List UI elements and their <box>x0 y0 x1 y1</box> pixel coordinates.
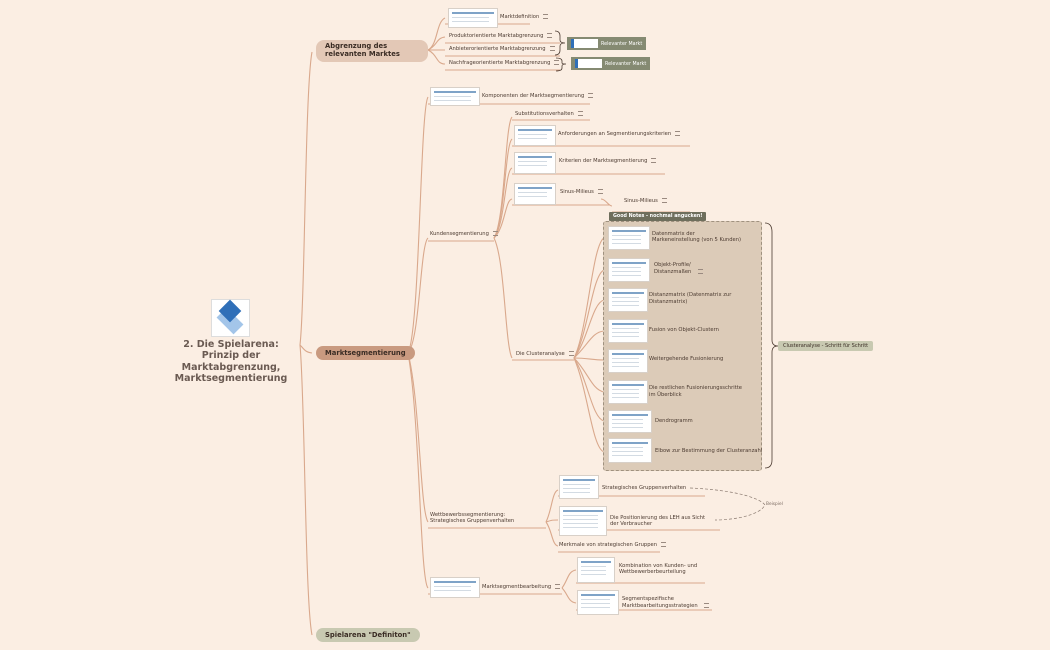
cluster-step-weitergehende[interactable]: Weitergehende Fusionierung <box>649 356 724 362</box>
note-icon <box>698 268 703 274</box>
note-icon <box>660 542 666 547</box>
relation-beispiel[interactable]: Beispiel <box>766 502 783 507</box>
kriterien-image <box>514 152 556 174</box>
topic-wettbewerb[interactable]: Wettbewerbssegmentierung: Strategisches … <box>430 512 515 525</box>
note-icon <box>492 231 498 236</box>
root-topic[interactable]: 2. Die Spielarena: Prinzip der Marktabgr… <box>174 339 288 385</box>
topic-substitution[interactable]: Substitutionsverhalten <box>515 111 583 118</box>
cluster-tag[interactable]: Good Notes - nochmal angucken! <box>609 212 707 221</box>
cluster-step-image <box>608 349 648 373</box>
cluster-step-image <box>608 258 650 282</box>
note-icon <box>577 111 583 116</box>
topic-anbieterorientiert[interactable]: Anbieterorientierte Marktabgrenzung <box>449 46 555 53</box>
topic-nachfrageorientiert[interactable]: Nachfrageorientierte Marktabgrenzung <box>449 60 560 67</box>
note-icon <box>555 584 561 589</box>
topic-kriterien[interactable]: Kriterien der Marktsegmentierung <box>559 158 657 165</box>
note-icon <box>651 158 657 163</box>
cluster-step-dendrogramm[interactable]: Dendrogramm <box>655 418 693 424</box>
cluster-step-restliche[interactable]: Die restlichen Fusionierungsschritte im … <box>649 385 742 398</box>
cluster-step-elbow[interactable]: Elbow zur Bestimmung der Clusteranzahl <box>655 448 763 454</box>
komponenten-image <box>430 87 480 106</box>
wettbewerb-image <box>559 475 599 499</box>
note-icon <box>554 60 560 65</box>
cluster-step-image <box>608 438 652 463</box>
topic-segmentspezifische[interactable]: Segmentspezifische Marktbearbeitungsstra… <box>622 596 709 609</box>
topic-marktdefinition[interactable]: Marktdefinition <box>500 14 549 21</box>
topic-sinus-milieus[interactable]: Sinus-Milieus <box>560 189 603 196</box>
summary-clusteranalyse[interactable]: Clusteranalyse - Schritt für Schritt <box>778 341 874 351</box>
topic-marktsegmentbearbeitung[interactable]: Marktsegmentbearbeitung <box>482 584 561 591</box>
note-icon <box>549 46 555 51</box>
note-icon <box>704 602 709 608</box>
cluster-step-image <box>608 319 648 343</box>
summary-relevanter-markt-2[interactable]: Relevanter Markt <box>571 57 651 70</box>
note-icon <box>588 93 594 98</box>
topic-kundensegmentierung[interactable]: Kundensegmentierung <box>430 231 498 238</box>
topic-strategisches-gruppenverhalten[interactable]: Strategisches Gruppenverhalten <box>602 485 687 491</box>
note-icon <box>597 189 603 194</box>
topic-clusteranalyse[interactable]: Die Clusteranalyse <box>516 351 574 358</box>
cluster-step-fusion[interactable]: Fusion von Objekt-Clustern <box>649 327 719 333</box>
topic-merkmale[interactable]: Merkmale von strategischen Gruppen <box>559 542 666 549</box>
note-icon <box>543 14 549 19</box>
topic-positionierung-leh[interactable]: Die Positionierung des LEH aus Sicht der… <box>610 515 706 528</box>
positionierung-image <box>559 506 607 536</box>
note-icon <box>675 131 681 136</box>
cluster-step-image <box>608 410 652 433</box>
marktdefinition-image <box>448 8 498 28</box>
note-icon <box>661 198 667 203</box>
sinus-image <box>514 183 556 205</box>
topic-komponenten[interactable]: Komponenten der Marktsegmentierung <box>482 93 594 100</box>
topic-anforderungen[interactable]: Anforderungen an Segmentierungskriterien <box>558 131 681 138</box>
cluster-step-image <box>608 226 650 250</box>
root-image <box>211 299 250 337</box>
note-icon <box>547 33 553 38</box>
topic-sinus-milieus-sub[interactable]: Sinus-Milieus <box>624 198 667 205</box>
summary-relevanter-markt-1[interactable]: Relevanter Markt <box>567 37 647 50</box>
cluster-step-datenmatrix[interactable]: Datenmatrix der Markeneinstellung (von 5… <box>652 231 742 244</box>
branch-spielarena-definition[interactable]: Spielarena "Definiton" <box>316 628 420 642</box>
cluster-step-distanzmatrix[interactable]: Distanzmatrix (Datenmatrix zur Distanzma… <box>649 292 732 305</box>
branch-marktsegmentierung[interactable]: Marktsegmentierung <box>316 346 415 360</box>
topic-kombination[interactable]: Kombination von Kunden- und Wettbewerber… <box>619 563 698 576</box>
anforderungen-image <box>514 125 556 146</box>
segmentspezifische-image <box>577 590 619 615</box>
bearbeitung-image <box>430 577 480 598</box>
cluster-step-image <box>608 288 648 312</box>
cluster-step-image <box>608 380 648 404</box>
branch-abgrenzung[interactable]: Abgrenzung des relevanten Marktes <box>316 40 428 62</box>
note-icon <box>568 351 574 356</box>
topic-produktorientiert[interactable]: Produktorientierte Marktabgrenzung <box>449 33 553 40</box>
cluster-step-objektprofile[interactable]: Objekt-Profile/ Distanzmaßen <box>654 262 703 275</box>
kombination-image <box>577 557 615 583</box>
